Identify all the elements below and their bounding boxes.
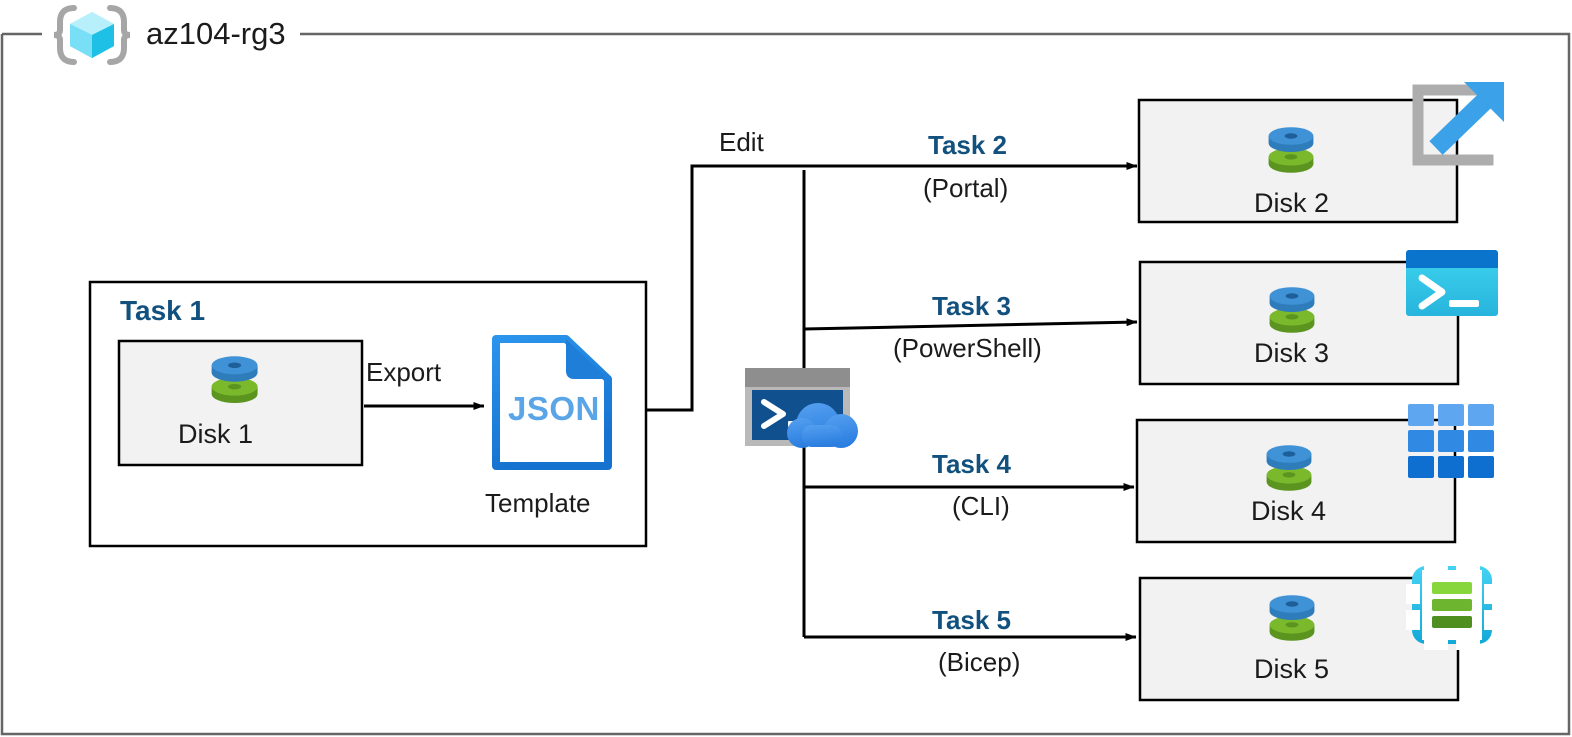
task4-subheading: (CLI) (952, 491, 1010, 521)
azure-portal-icon (1412, 82, 1504, 166)
export-label: Export (366, 357, 442, 387)
disk5-caption: Disk 5 (1254, 654, 1330, 684)
task4-heading: Task 4 (932, 449, 1012, 479)
json-template-icon (492, 335, 612, 470)
task5-heading: Task 5 (932, 605, 1012, 635)
template-caption: Template (485, 488, 591, 518)
task3-arrow (803, 318, 1138, 331)
task2-heading: Task 2 (928, 130, 1008, 160)
disk1-caption: Disk 1 (178, 419, 254, 449)
resource-group-title: az104-rg3 (146, 16, 286, 51)
edit-label: Edit (719, 127, 764, 157)
resource-group-frame (0, 32, 1571, 736)
task2-subheading: (Portal) (923, 173, 1009, 203)
disk4-caption: Disk 4 (1251, 496, 1327, 526)
json-icon-text: JSON (508, 390, 600, 427)
disk3-caption: Disk 3 (1254, 338, 1330, 368)
powershell-icon (1406, 250, 1498, 316)
disk2-caption: Disk 2 (1254, 188, 1330, 218)
task3-subheading: (PowerShell) (893, 333, 1042, 363)
cloud-shell-icon (745, 368, 858, 448)
task5-subheading: (Bicep) (938, 647, 1021, 677)
azure-resource-group-icon (53, 5, 131, 65)
task3-heading: Task 3 (932, 291, 1012, 321)
bicep-icon (1406, 560, 1498, 650)
azure-cli-icon (1408, 404, 1494, 478)
task1-heading: Task 1 (120, 295, 206, 326)
